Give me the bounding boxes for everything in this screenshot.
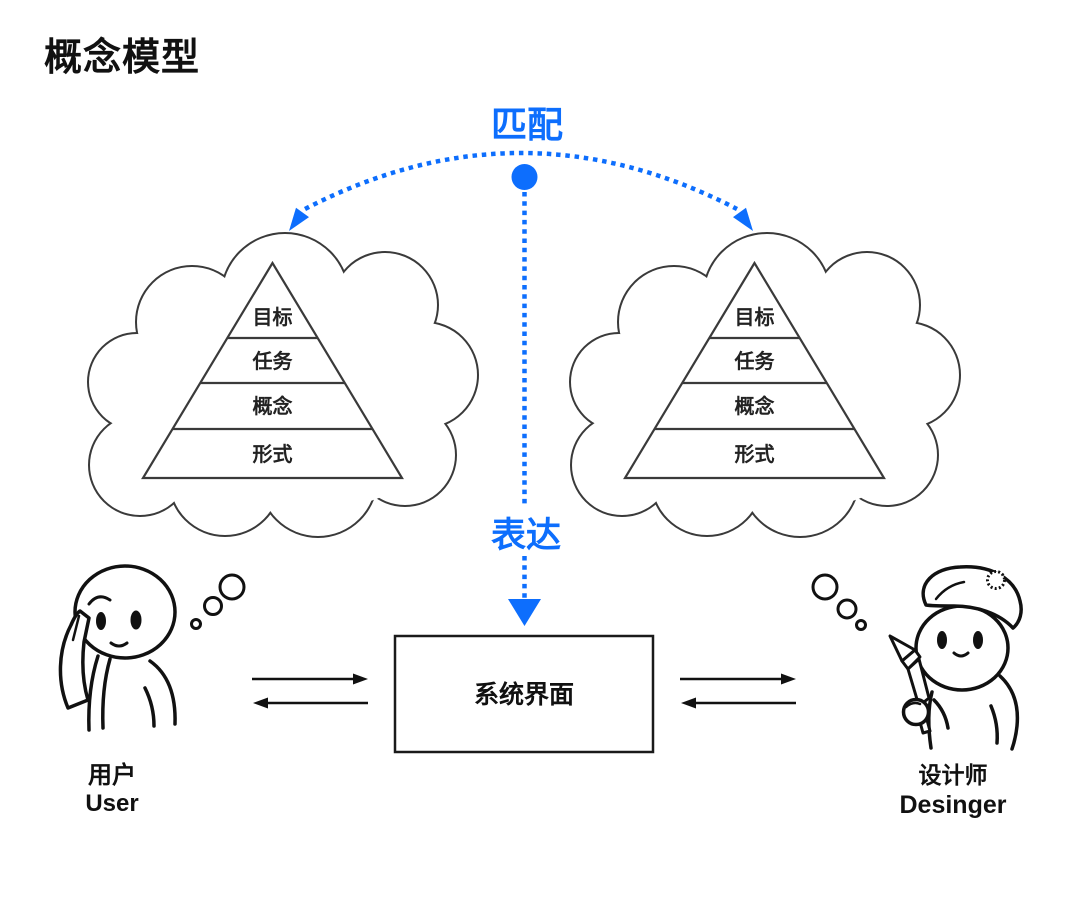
finger-line (71, 614, 81, 642)
arrow-down-head-icon (508, 599, 541, 626)
beret-icon (921, 565, 1023, 630)
eye (130, 610, 142, 630)
paintbrush-icon (888, 634, 932, 735)
pyramid: 目标 任务 概念 形式 (141, 260, 404, 480)
designer-thought-cloud: 目标 任务 概念 形式 (569, 232, 961, 538)
pyramid-level-label: 任务 (252, 349, 294, 373)
pyramid-level-label: 形式 (735, 443, 775, 466)
mouth (952, 651, 970, 658)
pompom (986, 570, 1006, 590)
eye (96, 612, 106, 630)
designer-label-en: Desinger (900, 791, 1007, 819)
page-title: 概念模型 (44, 36, 200, 79)
user-figure-icon (58, 564, 246, 732)
system-interface-label: 系统界面 (474, 680, 574, 709)
express-arrow (508, 192, 541, 626)
user-interface-arrows (252, 673, 368, 709)
arrow-right-head-icon (781, 673, 796, 685)
arrow-right-head-icon (353, 673, 368, 685)
user-label-zh: 用户 (88, 761, 136, 789)
cloud-icon (87, 232, 479, 538)
cloud-icon (569, 232, 961, 538)
pyramid-level-label: 概念 (253, 394, 293, 418)
eye (937, 631, 947, 649)
designer-figure-icon (811, 565, 1023, 751)
connector-dot (511, 164, 538, 190)
eye (973, 631, 983, 649)
thought-bubbles-icon (811, 573, 867, 631)
arrow-right-head-icon (733, 207, 753, 231)
express-label: 表达 (491, 516, 561, 555)
designer-interface-arrows (680, 673, 796, 709)
eyebrow (87, 595, 112, 606)
thought-bubbles-icon (190, 573, 246, 630)
head (914, 604, 1010, 692)
pyramid-level-label: 目标 (253, 306, 293, 329)
finger-line (904, 701, 922, 709)
designer-label-zh: 设计师 (919, 762, 988, 788)
system-interface-box: 系统界面 (393, 634, 655, 754)
arrow-left-head-icon (289, 207, 309, 231)
pointing-hand-icon (58, 609, 91, 710)
match-label: 匹配 (491, 104, 563, 145)
match-arc-arrow (289, 150, 753, 231)
head (73, 564, 177, 660)
user-label-en: User (85, 790, 138, 817)
pyramid-level-label: 目标 (735, 306, 775, 329)
arrow-left-head-icon (681, 697, 696, 709)
pyramid: 目标 任务 概念 形式 (623, 260, 886, 480)
mouth (109, 641, 129, 648)
user-thought-cloud: 目标 任务 概念 形式 (87, 232, 479, 538)
pyramid-level-label: 形式 (253, 443, 293, 466)
pyramid-level-label: 任务 (734, 349, 776, 373)
match-arc (303, 150, 739, 211)
arrow-left-head-icon (253, 697, 268, 709)
pyramid-level-label: 概念 (735, 394, 775, 418)
